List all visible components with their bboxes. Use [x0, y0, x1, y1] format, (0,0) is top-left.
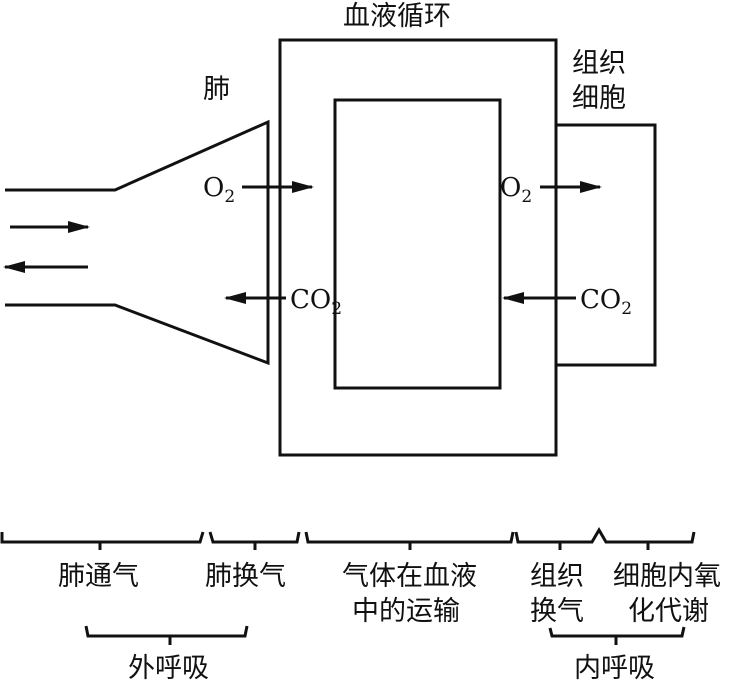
blood-circulation-label: 血液循环	[343, 1, 451, 32]
o2-label-lung: O2	[203, 173, 235, 207]
stage-cell-metabolism-line1: 细胞内氧	[613, 561, 721, 592]
co2-label-tissue: CO2	[580, 285, 632, 319]
external-respiration-label: 外呼吸	[128, 653, 209, 684]
stage-braces	[0, 527, 696, 550]
lung-label: 肺	[203, 74, 230, 105]
lung-shape	[5, 119, 270, 366]
stage-pulmonary-ventilation: 肺通气	[58, 561, 139, 592]
stage-tissue-exchange-line2: 换气	[530, 596, 584, 627]
blood-inner-box	[333, 98, 502, 390]
stage-tissue-exchange-line1: 组织	[530, 561, 584, 592]
stage-pulmonary-exchange: 肺换气	[205, 561, 286, 592]
co2-label-blood: CO2	[290, 285, 342, 319]
group-braces	[84, 625, 686, 645]
tissue-cell-label-1: 组织	[572, 48, 626, 79]
internal-respiration-label: 内呼吸	[574, 653, 655, 684]
tissue-cell-box	[554, 123, 657, 367]
o2-label-tissue: O2	[500, 173, 532, 207]
stage-transport-line2: 中的运输	[352, 596, 460, 627]
blood-circulation-box	[278, 38, 558, 457]
tissue-cell-label-2: 细胞	[572, 83, 626, 114]
stage-transport-line1: 气体在血液	[342, 561, 477, 592]
stage-cell-metabolism-line2: 化代谢	[628, 596, 709, 627]
